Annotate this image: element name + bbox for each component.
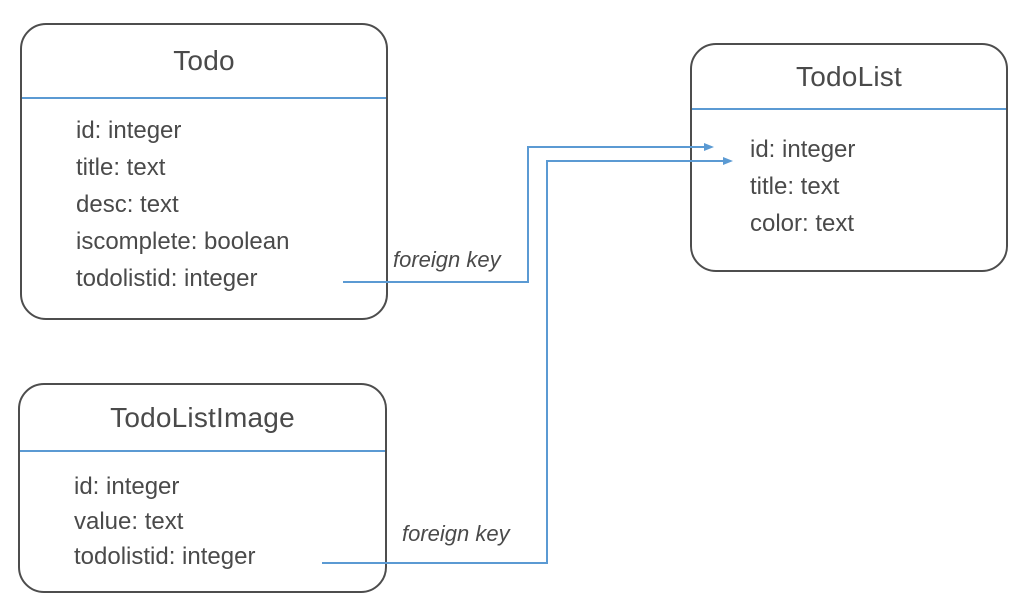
entity-todo-title: Todo <box>173 45 235 76</box>
entity-todolistimage-divider <box>20 450 385 452</box>
entity-field: id: integer <box>76 117 182 144</box>
entity-field: todolistid: integer <box>74 543 256 570</box>
entity-field: color: text <box>750 210 855 237</box>
entity-todolist-fields: id: integer title: text color: text <box>692 110 1006 242</box>
entity-todo-fields: id: integer title: text desc: text iscomple… <box>22 99 386 297</box>
entity-field: value: text <box>74 508 184 535</box>
entity-todo-divider <box>22 97 386 99</box>
entity-field: title: text <box>76 154 166 181</box>
entity-field: desc: text <box>76 191 179 218</box>
entity-field: todolistid: integer <box>76 265 258 292</box>
entity-field: title: text <box>750 173 840 200</box>
entity-todolistimage-title: TodoListImage <box>110 401 295 433</box>
entity-todolist: TodoList id: integer title: text color: te… <box>690 43 1008 272</box>
entity-field: id: integer <box>750 136 856 163</box>
entity-todolist-title: TodoList <box>796 60 902 92</box>
foreign-key-label-todo: foreign key <box>393 247 501 272</box>
foreign-key-label-todolistimage: foreign key <box>402 521 510 546</box>
entity-field: iscomplete: boolean <box>76 228 290 255</box>
entity-todolist-divider <box>692 108 1006 110</box>
entity-field: id: integer <box>74 473 180 500</box>
entity-todolistimage-fields: id: integer value: text todolistid: intege… <box>20 452 385 574</box>
entity-todolistimage: TodoListImage id: integer value: text todo… <box>18 383 387 593</box>
entity-todo: Todo id: integer title: text desc: text isc… <box>20 23 388 320</box>
